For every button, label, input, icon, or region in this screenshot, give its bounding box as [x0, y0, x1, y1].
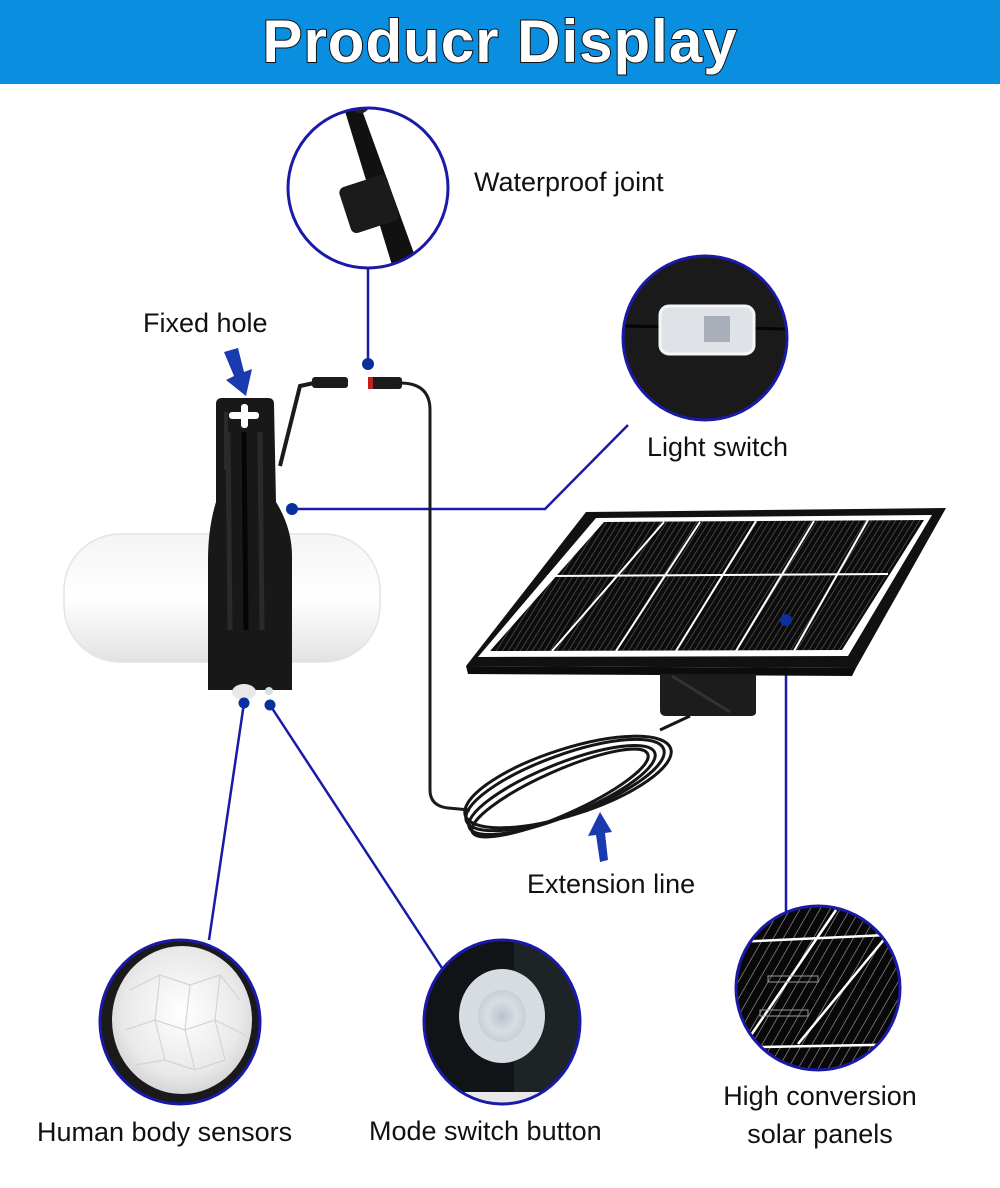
waterproof-joint-anchor-dot — [362, 358, 374, 370]
extension-line-arrow-icon — [588, 812, 612, 862]
title-banner: Producr Display — [0, 0, 1000, 84]
mode-switch-button-label: Mode switch button — [369, 1116, 602, 1146]
extension-line-label: Extension line — [527, 869, 696, 899]
solar-panel — [466, 508, 946, 716]
mode-anchor-dot — [264, 699, 276, 711]
mode-button-zoom-circle — [422, 938, 582, 1106]
pir-sensor-zoom-circle — [98, 938, 262, 1106]
extension-cable-coil — [463, 714, 691, 839]
solar-anchor-dot — [780, 614, 792, 626]
solar-lamp-unit — [63, 377, 471, 812]
human-body-sensors-label: Human body sensors — [37, 1117, 293, 1147]
solar-panels-label-line1: High conversion — [723, 1081, 917, 1111]
leader-lines — [207, 268, 788, 969]
waterproof-joint-label: Waterproof joint — [474, 167, 664, 197]
light-switch-anchor-dot — [286, 503, 298, 515]
pir-anchor-dot — [238, 697, 250, 709]
fixed-hole-label: Fixed hole — [143, 308, 268, 338]
light-switch-zoom-circle — [621, 254, 789, 422]
page-title: Producr Display — [261, 7, 738, 76]
waterproof-joint-zoom-circle — [286, 106, 450, 370]
solar-panel-zoom-circle — [734, 904, 902, 1072]
solar-panels-label-line2: solar panels — [747, 1119, 893, 1149]
light-switch-label: Light switch — [647, 432, 789, 462]
fixed-hole-arrow-icon — [224, 348, 252, 396]
